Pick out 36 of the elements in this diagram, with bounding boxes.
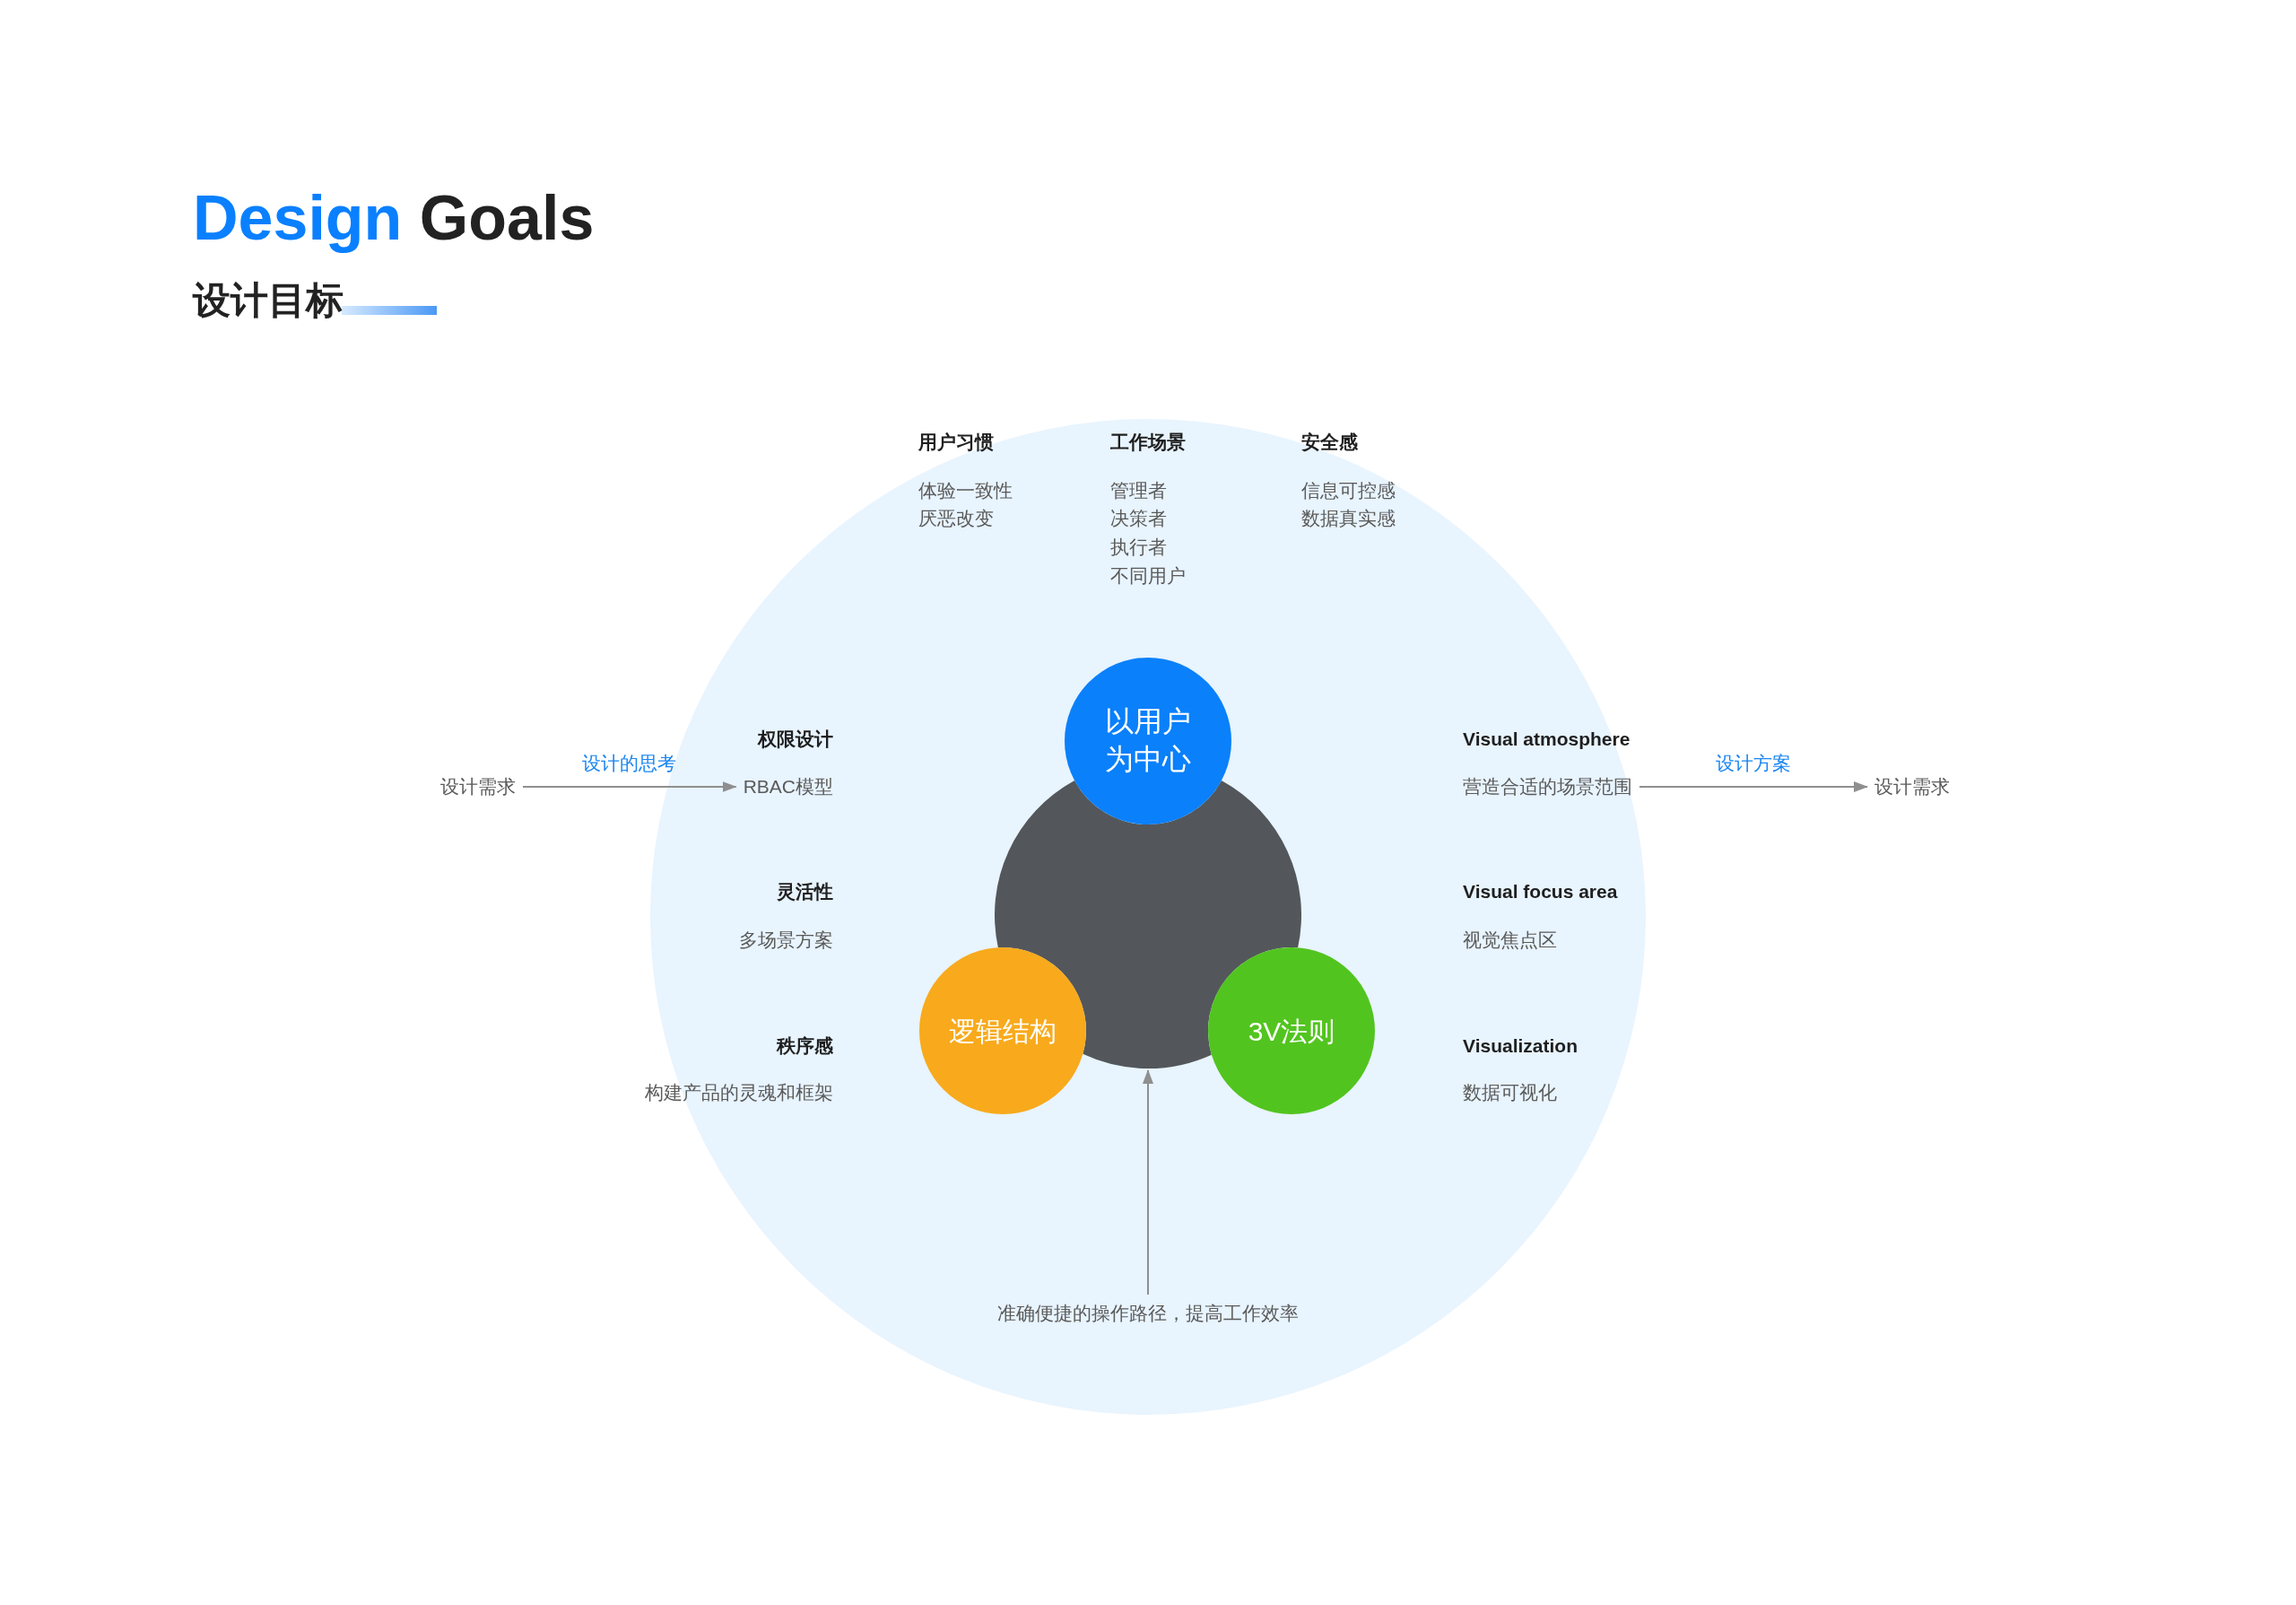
aspect-heading: Visualization xyxy=(1463,1034,1578,1058)
aspect-heading: 灵活性 xyxy=(777,880,833,903)
arrow xyxy=(522,781,737,792)
column-heading: 工作场景 xyxy=(1110,431,1186,454)
requirement-label: 设计需求 xyxy=(440,775,516,798)
list-item: 数据真实感 xyxy=(1301,507,1396,530)
edge-label: 设计的思考 xyxy=(582,752,677,775)
list-item: 决策者 xyxy=(1110,507,1167,530)
list-item: 管理者 xyxy=(1110,479,1167,502)
list-item: 不同用户 xyxy=(1110,564,1186,588)
requirement-label: 设计需求 xyxy=(1874,775,1950,798)
aspect-detail: 构建产品的灵魂和框架 xyxy=(645,1081,833,1104)
goal-title: 以用户为中心 xyxy=(1104,704,1192,777)
subtitle: 设计目标 xyxy=(193,278,344,323)
aspect-heading: 秩序感 xyxy=(777,1034,833,1058)
list-item: 厌恶改变 xyxy=(918,507,994,530)
summary-text: 准确便捷的操作路径，提高工作效率 xyxy=(997,1302,1299,1325)
aspect-heading: 权限设计 xyxy=(756,728,833,751)
edge-label: 设计方案 xyxy=(1716,752,1791,775)
aspect-detail: 视觉焦点区 xyxy=(1463,929,1557,952)
aspect-heading: Visual atmosphere xyxy=(1463,728,1631,751)
list-item: 执行者 xyxy=(1110,536,1167,559)
aspect-detail: 多场景方案 xyxy=(739,929,833,952)
aspect-detail: 营造合适的场景范围 xyxy=(1463,775,1632,798)
column-heading: 安全感 xyxy=(1301,431,1358,454)
page-title: Design Goals xyxy=(193,182,595,254)
list-item: 信息可控感 xyxy=(1301,479,1396,502)
aspect-detail: RBAC模型 xyxy=(743,775,833,798)
aspect-heading: Visual focus area xyxy=(1463,880,1618,903)
list-item: 体验一致性 xyxy=(918,479,1013,502)
arrow xyxy=(1639,781,1868,792)
goal-title: 逻辑结构 xyxy=(948,1015,1057,1048)
goal-title: 3V法则 xyxy=(1247,1015,1336,1048)
arrow xyxy=(1143,1069,1153,1295)
aspect-detail: 数据可视化 xyxy=(1463,1081,1557,1104)
column-heading: 用户习惯 xyxy=(918,431,994,454)
